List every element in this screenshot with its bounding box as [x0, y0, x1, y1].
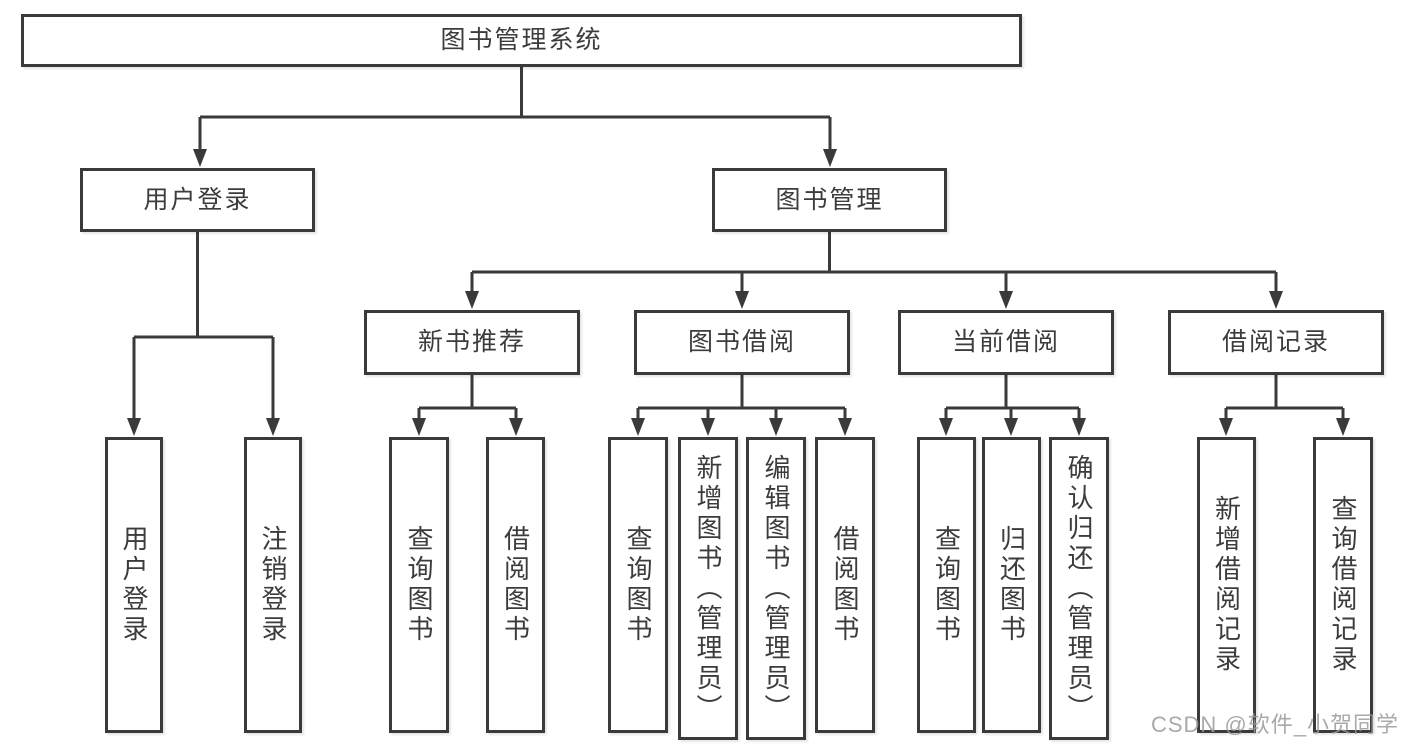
- leaf-label: 归还图书: [996, 525, 1027, 645]
- node-current-borrowing: 当前借阅: [898, 310, 1114, 375]
- leaf-user-login: 用户登录: [105, 437, 163, 733]
- leaf-borrowing-query-books: 查询图书: [608, 437, 668, 733]
- arrowheads: [127, 149, 1350, 436]
- leaf-current-query-books: 查询图书: [917, 437, 976, 733]
- arrowhead: [823, 149, 837, 167]
- node-label: 用户登录: [143, 185, 252, 214]
- leaf-current-confirm-return-admin: 确认归还（管理员）: [1049, 437, 1109, 740]
- leaf-current-return-books: 归还图书: [982, 437, 1041, 733]
- leaf-recommend-borrow-books: 借阅图书: [486, 437, 545, 733]
- leaf-label: 查询图书: [931, 525, 962, 645]
- leaf-label: 注销登录: [258, 525, 288, 645]
- connector-current-borrow-to-leaves: [944, 375, 1081, 421]
- leaf-label: 新增图书（管理员）: [693, 453, 723, 724]
- node-new-book-recommend: 新书推荐: [364, 310, 580, 375]
- connector-user-login-to-leaves: [132, 232, 275, 421]
- arrowhead: [193, 149, 207, 167]
- leaf-logout: 注销登录: [244, 437, 302, 733]
- arrowhead: [939, 418, 953, 436]
- connector-root-to-level2: [198, 67, 832, 152]
- arrowhead: [1336, 418, 1350, 436]
- leaf-label: 借阅图书: [830, 525, 860, 645]
- connector-lines: [132, 67, 1345, 421]
- arrowhead: [509, 418, 523, 436]
- node-label: 图书借阅: [687, 328, 796, 356]
- arrowhead: [631, 418, 645, 436]
- node-book-management: 图书管理: [712, 168, 947, 232]
- leaf-recommend-query-books: 查询图书: [389, 437, 449, 733]
- arrowhead: [701, 418, 715, 436]
- arrowhead: [735, 291, 749, 309]
- arrowhead: [127, 418, 141, 436]
- connector-borrow-record-to-leaves: [1224, 375, 1345, 421]
- leaf-records-add-borrow-record: 新增借阅记录: [1197, 437, 1256, 733]
- leaf-label: 用户登录: [119, 525, 149, 645]
- arrowhead: [999, 291, 1013, 309]
- leaf-label: 借阅图书: [500, 525, 531, 645]
- leaf-borrowing-borrow-books: 借阅图书: [815, 437, 875, 733]
- node-label: 当前借阅: [951, 328, 1060, 356]
- arrowhead: [1269, 291, 1283, 309]
- leaf-label: 查询借阅记录: [1328, 495, 1358, 675]
- leaf-borrowing-edit-books-admin: 编辑图书（管理员）: [746, 437, 806, 740]
- node-label: 图书管理系统: [440, 26, 603, 54]
- arrowhead: [266, 418, 280, 436]
- node-user-login: 用户登录: [80, 168, 315, 232]
- connector-new-book-rec-to-leaves: [417, 375, 518, 421]
- node-borrowing-records: 借阅记录: [1168, 310, 1384, 375]
- node-label: 新书推荐: [417, 328, 526, 356]
- leaf-borrowing-add-books-admin: 新增图书（管理员）: [678, 437, 738, 740]
- arrowhead: [412, 418, 426, 436]
- leaf-label: 查询图书: [404, 525, 434, 645]
- leaf-label: 新增借阅记录: [1211, 495, 1242, 675]
- node-label: 借阅记录: [1221, 328, 1330, 356]
- connector-book-mgmt-to-level3: [470, 232, 1278, 294]
- leaf-label: 确认归还（管理员）: [1064, 453, 1094, 724]
- arrowhead: [1219, 418, 1233, 436]
- leaf-label: 查询图书: [623, 525, 653, 645]
- node-root-library-system: 图书管理系统: [21, 14, 1022, 67]
- leaf-records-query-borrow-record: 查询借阅记录: [1313, 437, 1373, 733]
- leaf-label: 编辑图书（管理员）: [761, 453, 791, 724]
- csdn-watermark: CSDN @软件_小贺同学: [1150, 712, 1399, 737]
- arrowhead: [465, 291, 479, 309]
- node-book-borrowing: 图书借阅: [634, 310, 850, 375]
- connector-book-borrow-to-leaves: [636, 375, 847, 421]
- node-label: 图书管理: [775, 185, 884, 214]
- arrowhead: [1004, 418, 1018, 436]
- arrowhead: [838, 418, 852, 436]
- arrowhead: [769, 418, 783, 436]
- arrowhead: [1072, 418, 1086, 436]
